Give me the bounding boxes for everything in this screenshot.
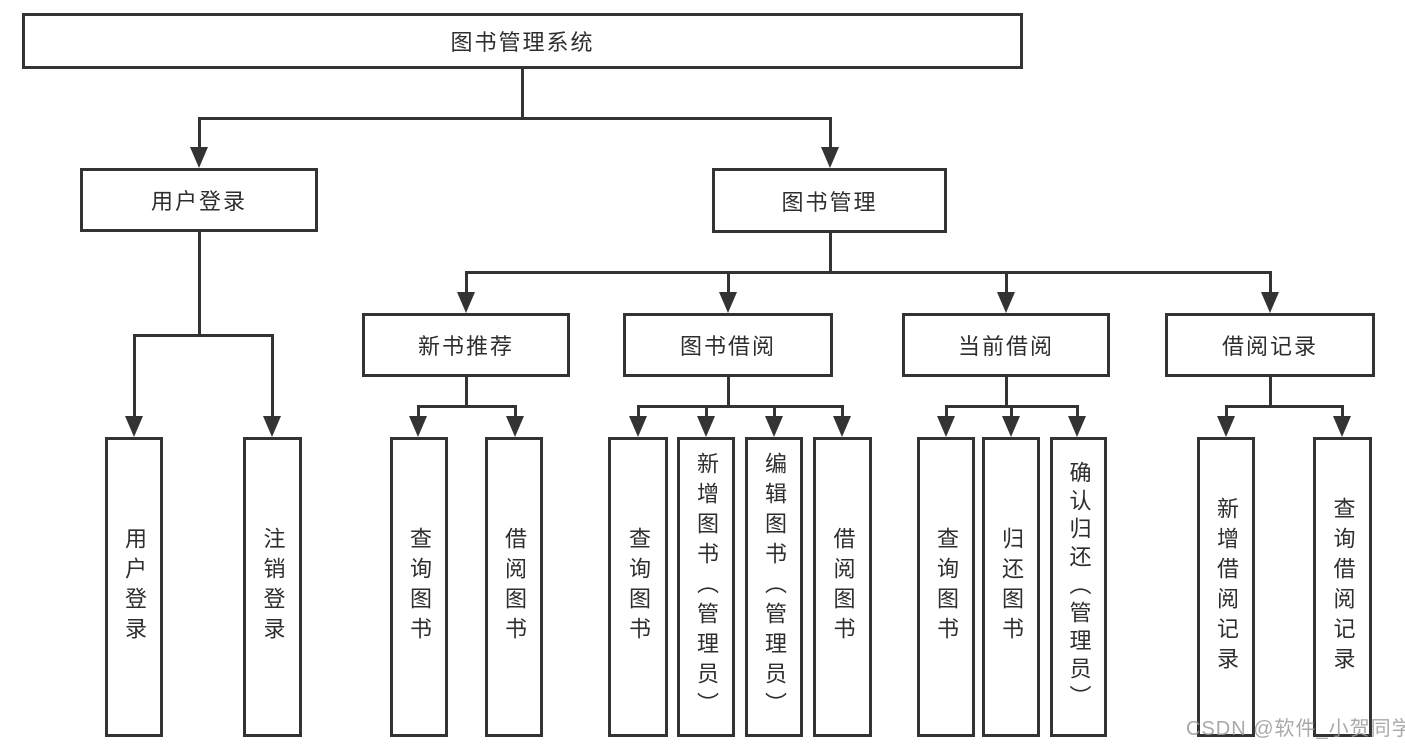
arrowhead-user-login xyxy=(190,147,208,168)
connector-drop-cb-return xyxy=(1010,405,1013,418)
connector-root-stem xyxy=(521,69,524,118)
arrowhead-nb-query xyxy=(409,416,427,437)
connector-drop-bb-borrow xyxy=(841,405,844,418)
node-root: 图书管理系统 xyxy=(22,13,1023,69)
node-borrow-records: 借阅记录 xyxy=(1165,313,1375,377)
arrowhead-current-borrow xyxy=(997,292,1015,313)
connector-drop-br-add xyxy=(1225,405,1228,418)
connector-book-mgmt-stem xyxy=(829,233,832,274)
node-root-label: 图书管理系统 xyxy=(450,30,595,55)
arrowhead-cb-confirm xyxy=(1068,416,1086,437)
arrowhead-br-add xyxy=(1217,416,1235,437)
arrowhead-bb-borrow xyxy=(833,416,851,437)
leaf-cb-confirm-return-admin: 确认归还（管理员） xyxy=(1050,437,1107,737)
connector-new-books-stem xyxy=(465,377,468,408)
leaf-logout-label: 注销登录 xyxy=(260,527,286,647)
node-current-borrow: 当前借阅 xyxy=(902,313,1110,377)
arrowhead-book-mgmt xyxy=(821,147,839,168)
connector-borrow-records-stem xyxy=(1269,377,1272,408)
arrowhead-bb-add xyxy=(697,416,715,437)
leaf-br-query-record-label: 查询借阅记录 xyxy=(1330,497,1356,677)
node-book-borrow-label: 图书借阅 xyxy=(679,334,776,359)
connector-user-login-stem xyxy=(198,232,201,337)
arrowhead-new-books xyxy=(457,292,475,313)
leaf-br-add-record-label: 新增借阅记录 xyxy=(1214,497,1239,677)
connector-drop-bb-query xyxy=(637,405,640,418)
connector-drop-new-books xyxy=(465,271,468,293)
leaf-nb-borrow-books-label: 借阅图书 xyxy=(502,527,527,647)
connector-drop-bb-add xyxy=(705,405,708,418)
connector-current-borrow-stem xyxy=(1005,377,1008,408)
arrowhead-bb-edit xyxy=(765,416,783,437)
node-new-books: 新书推荐 xyxy=(362,313,570,377)
connector-drop-nb-borrow xyxy=(514,405,517,418)
arrowhead-borrow-records xyxy=(1261,292,1279,313)
leaf-nb-query-books-label: 查询图书 xyxy=(407,527,432,647)
connector-borrow-records-rail xyxy=(1225,405,1343,408)
node-current-borrow-label: 当前借阅 xyxy=(957,334,1054,359)
connector-drop-bb-edit xyxy=(773,405,776,418)
leaf-user-login-label: 用户登录 xyxy=(122,527,147,647)
node-user-login: 用户登录 xyxy=(80,168,318,232)
connector-book-borrow-stem xyxy=(727,377,730,408)
node-book-mgmt: 图书管理 xyxy=(712,168,947,233)
connector-drop-cb-confirm xyxy=(1076,405,1079,418)
leaf-bb-add-books-admin: 新增图书（管理员） xyxy=(677,437,735,737)
arrowhead-br-query xyxy=(1333,416,1351,437)
leaf-cb-return-books-label: 归还图书 xyxy=(999,527,1024,647)
node-user-login-label: 用户登录 xyxy=(150,189,247,214)
leaf-bb-edit-books-admin-label: 编辑图书（管理员） xyxy=(762,452,787,722)
leaf-nb-borrow-books: 借阅图书 xyxy=(485,437,543,737)
node-borrow-records-label: 借阅记录 xyxy=(1221,334,1318,359)
connector-root-rail xyxy=(198,117,832,120)
leaf-cb-confirm-return-admin-label: 确认归还（管理员） xyxy=(1066,461,1092,713)
leaf-logout: 注销登录 xyxy=(243,437,302,737)
connector-book-borrow-rail xyxy=(637,405,844,408)
connector-drop-book-borrow xyxy=(727,271,730,293)
arrowhead-cb-query xyxy=(937,416,955,437)
leaf-bb-query-books-label: 查询图书 xyxy=(626,527,651,647)
node-new-books-label: 新书推荐 xyxy=(417,334,514,359)
connector-drop-leaf-login xyxy=(133,334,136,418)
leaf-bb-query-books: 查询图书 xyxy=(608,437,668,737)
connector-drop-cb-query xyxy=(945,405,948,418)
connector-book-mgmt-rail xyxy=(465,271,1272,274)
connector-drop-borrow-records xyxy=(1269,271,1272,293)
leaf-user-login: 用户登录 xyxy=(105,437,163,737)
leaf-bb-borrow-books: 借阅图书 xyxy=(813,437,872,737)
leaf-br-query-record: 查询借阅记录 xyxy=(1313,437,1372,737)
connector-drop-nb-query xyxy=(417,405,420,418)
connector-drop-book-mgmt xyxy=(829,117,832,150)
connector-drop-user-login xyxy=(198,117,201,150)
arrowhead-book-borrow xyxy=(719,292,737,313)
leaf-bb-borrow-books-label: 借阅图书 xyxy=(830,527,856,647)
node-book-mgmt-label: 图书管理 xyxy=(781,189,878,215)
arrowhead-nb-borrow xyxy=(506,416,524,437)
connector-new-books-rail xyxy=(417,405,517,408)
leaf-nb-query-books: 查询图书 xyxy=(390,437,448,737)
leaf-bb-edit-books-admin: 编辑图书（管理员） xyxy=(745,437,803,737)
leaf-cb-return-books: 归还图书 xyxy=(982,437,1040,737)
leaf-bb-add-books-admin-label: 新增图书（管理员） xyxy=(694,452,719,722)
connector-drop-current-borrow xyxy=(1005,271,1008,293)
node-book-borrow: 图书借阅 xyxy=(623,313,833,377)
leaf-br-add-record: 新增借阅记录 xyxy=(1197,437,1255,737)
connector-user-login-rail xyxy=(133,334,274,337)
arrowhead-cb-return xyxy=(1002,416,1020,437)
connector-drop-br-query xyxy=(1341,405,1344,418)
arrowhead-bb-query xyxy=(629,416,647,437)
leaf-cb-query-books: 查询图书 xyxy=(917,437,975,737)
leaf-cb-query-books-label: 查询图书 xyxy=(934,527,959,647)
arrowhead-leaf-login xyxy=(125,416,143,437)
arrowhead-leaf-logout xyxy=(263,416,281,437)
connector-drop-leaf-logout xyxy=(271,334,274,418)
csdn-watermark: CSDN @软件_小贺同学 xyxy=(1186,718,1405,740)
